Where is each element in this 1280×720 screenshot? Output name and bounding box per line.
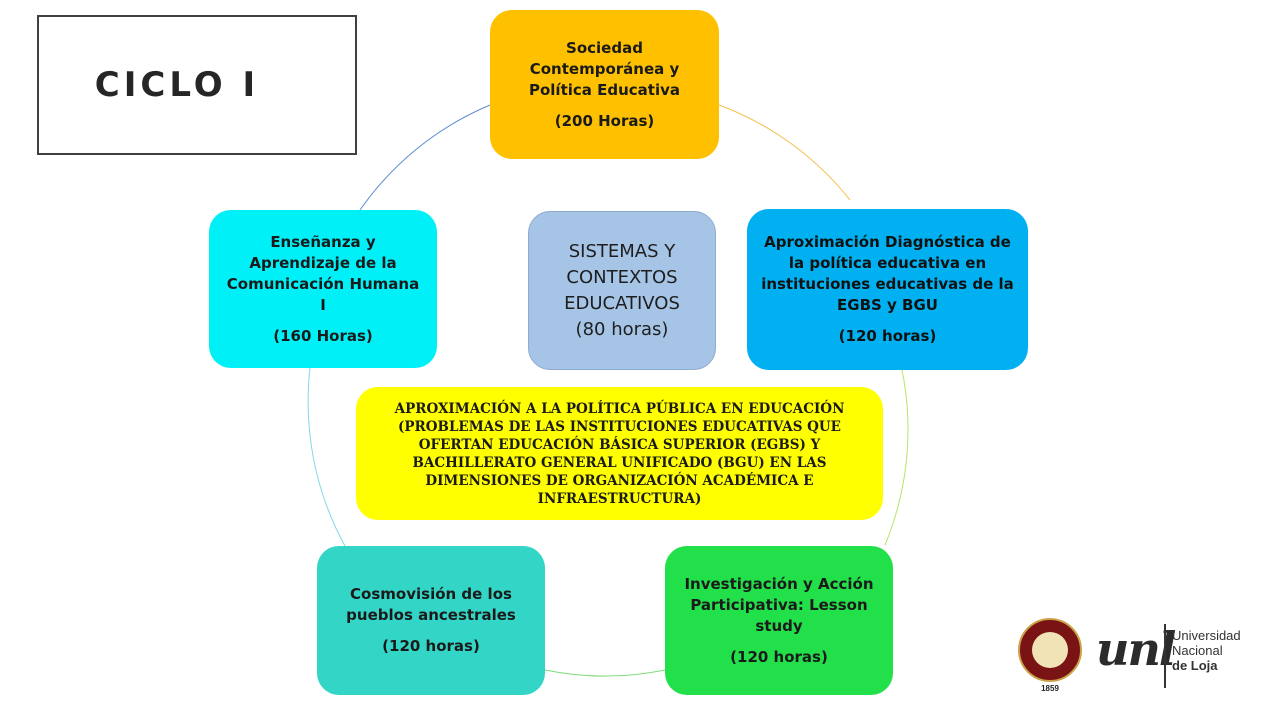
node-aproximacion-hours: (120 horas) bbox=[838, 327, 937, 345]
seal-year: 1859 bbox=[1041, 684, 1059, 693]
node-aproximacion-name: Aproximación Diagnóstica de la política … bbox=[761, 233, 1014, 314]
logo-divider bbox=[1164, 624, 1166, 688]
university-name-line2: Nacional bbox=[1172, 643, 1223, 658]
node-aproximacion: Aproximación Diagnóstica de la política … bbox=[747, 209, 1028, 370]
seal-center bbox=[1032, 632, 1068, 668]
node-center-hours: (80 horas) bbox=[575, 318, 669, 340]
node-ensenanza-hours: (160 Horas) bbox=[273, 326, 373, 345]
node-ensenanza: Enseñanza y Aprendizaje de la Comunicaci… bbox=[209, 210, 437, 368]
ring-arc-ensenanza-sociedad bbox=[359, 104, 491, 211]
university-name-line1: Universidad bbox=[1172, 628, 1241, 643]
university-name-line3: de Loja bbox=[1172, 658, 1218, 673]
logo-wordmark: unl bbox=[1096, 622, 1176, 676]
node-investigacion-hours: (120 horas) bbox=[730, 647, 828, 666]
node-sociedad-name: Sociedad Contemporánea y Política Educat… bbox=[528, 38, 681, 99]
node-sociedad-hours: (200 Horas) bbox=[554, 111, 655, 130]
ring-arc-cosmovision-ensenanza bbox=[307, 367, 346, 547]
node-center-name: SISTEMAS Y CONTEXTOS EDUCATIVOS bbox=[564, 240, 680, 314]
node-cosmovision-name: Cosmovisión de los pueblos ancestrales bbox=[346, 585, 516, 624]
node-sociedad: Sociedad Contemporánea y Política Educat… bbox=[490, 10, 719, 159]
ring-arc-aproximacion-investigacion bbox=[884, 369, 909, 546]
node-investigacion: Investigación y Acción Participativa: Le… bbox=[665, 546, 893, 695]
politica-text: APROXIMACIÓN A LA POLÍTICA PÚBLICA EN ED… bbox=[394, 400, 845, 507]
node-center: SISTEMAS Y CONTEXTOS EDUCATIVOS (80 hora… bbox=[528, 211, 716, 370]
university-seal-icon bbox=[1018, 618, 1082, 682]
university-name: Universidad Nacional de Loja bbox=[1172, 628, 1241, 673]
node-cosmovision-hours: (120 horas) bbox=[382, 637, 480, 655]
node-investigacion-name: Investigación y Acción Participativa: Le… bbox=[684, 574, 874, 635]
politica-banner: APROXIMACIÓN A LA POLÍTICA PÚBLICA EN ED… bbox=[356, 387, 883, 520]
node-cosmovision: Cosmovisión de los pueblos ancestrales (… bbox=[317, 546, 545, 695]
node-ensenanza-name: Enseñanza y Aprendizaje de la Comunicaci… bbox=[226, 232, 420, 314]
title-frame: CICLO I bbox=[37, 15, 357, 155]
university-logo: 1859 unl Universidad Nacional de Loja bbox=[1018, 618, 1268, 700]
slide-title: CICLO I bbox=[94, 65, 260, 105]
ring-arc-sociedad-aproximacion bbox=[718, 104, 851, 201]
ring-arc-investigacion-cosmovision bbox=[544, 669, 666, 677]
